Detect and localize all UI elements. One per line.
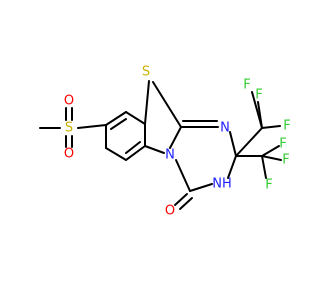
triazine-bond xyxy=(175,159,191,192)
atom-oxygen-sulfonyl-top: O xyxy=(64,94,74,109)
atom-label-layer: S N N NH O S O O F F F F F F xyxy=(64,65,291,219)
cf3-bond xyxy=(235,127,263,157)
cf3-bond xyxy=(251,91,263,129)
benzene-bond xyxy=(125,145,146,161)
sulfonyl-bond xyxy=(77,124,107,129)
bond-layer xyxy=(39,80,282,210)
thiazole-bond xyxy=(152,81,182,128)
atom-fluorine-a1: F xyxy=(255,88,262,103)
atom-nitrogen-amide: NH xyxy=(212,177,232,192)
triazine-bond xyxy=(229,131,237,157)
thiazole-bond xyxy=(169,126,182,149)
benzene-bond xyxy=(125,111,146,125)
cf3-bond xyxy=(261,145,280,157)
triazine-bond xyxy=(227,155,237,179)
atom-fluorine-b3: F xyxy=(265,178,272,193)
benzene-bond xyxy=(105,147,127,161)
atom-sulfur-ring: S xyxy=(142,65,150,80)
benzene-inner-bond xyxy=(110,118,127,130)
benzene-inner-bond xyxy=(125,141,141,154)
cf3-bond xyxy=(261,125,281,129)
carbonyl-bond xyxy=(174,193,188,206)
cf3-bond xyxy=(261,155,282,161)
benzene-bond xyxy=(105,111,127,126)
atom-sulfur-sulfonyl: S xyxy=(65,121,73,136)
atom-fluorine-b1: F xyxy=(279,137,286,152)
thiazole-bond xyxy=(144,80,150,125)
atom-fluorine-b2: F xyxy=(282,153,289,168)
thiazole-bond xyxy=(144,145,165,154)
cf3-bond xyxy=(261,155,267,179)
atom-fluorine-a3: F xyxy=(243,78,250,93)
atom-oxygen-sulfonyl-bottom: O xyxy=(64,147,74,162)
molecule-structure-diagram: S N N NH O S O O F F F F F F xyxy=(39,65,291,219)
atom-nitrogen-bridge: N xyxy=(165,148,175,163)
atom-oxygen-carbonyl: O xyxy=(165,204,175,219)
triazine-bond xyxy=(189,183,213,192)
atom-nitrogen-imine: N xyxy=(220,121,230,136)
atom-fluorine-a2: F xyxy=(283,119,290,134)
carbonyl-bond xyxy=(179,197,193,210)
